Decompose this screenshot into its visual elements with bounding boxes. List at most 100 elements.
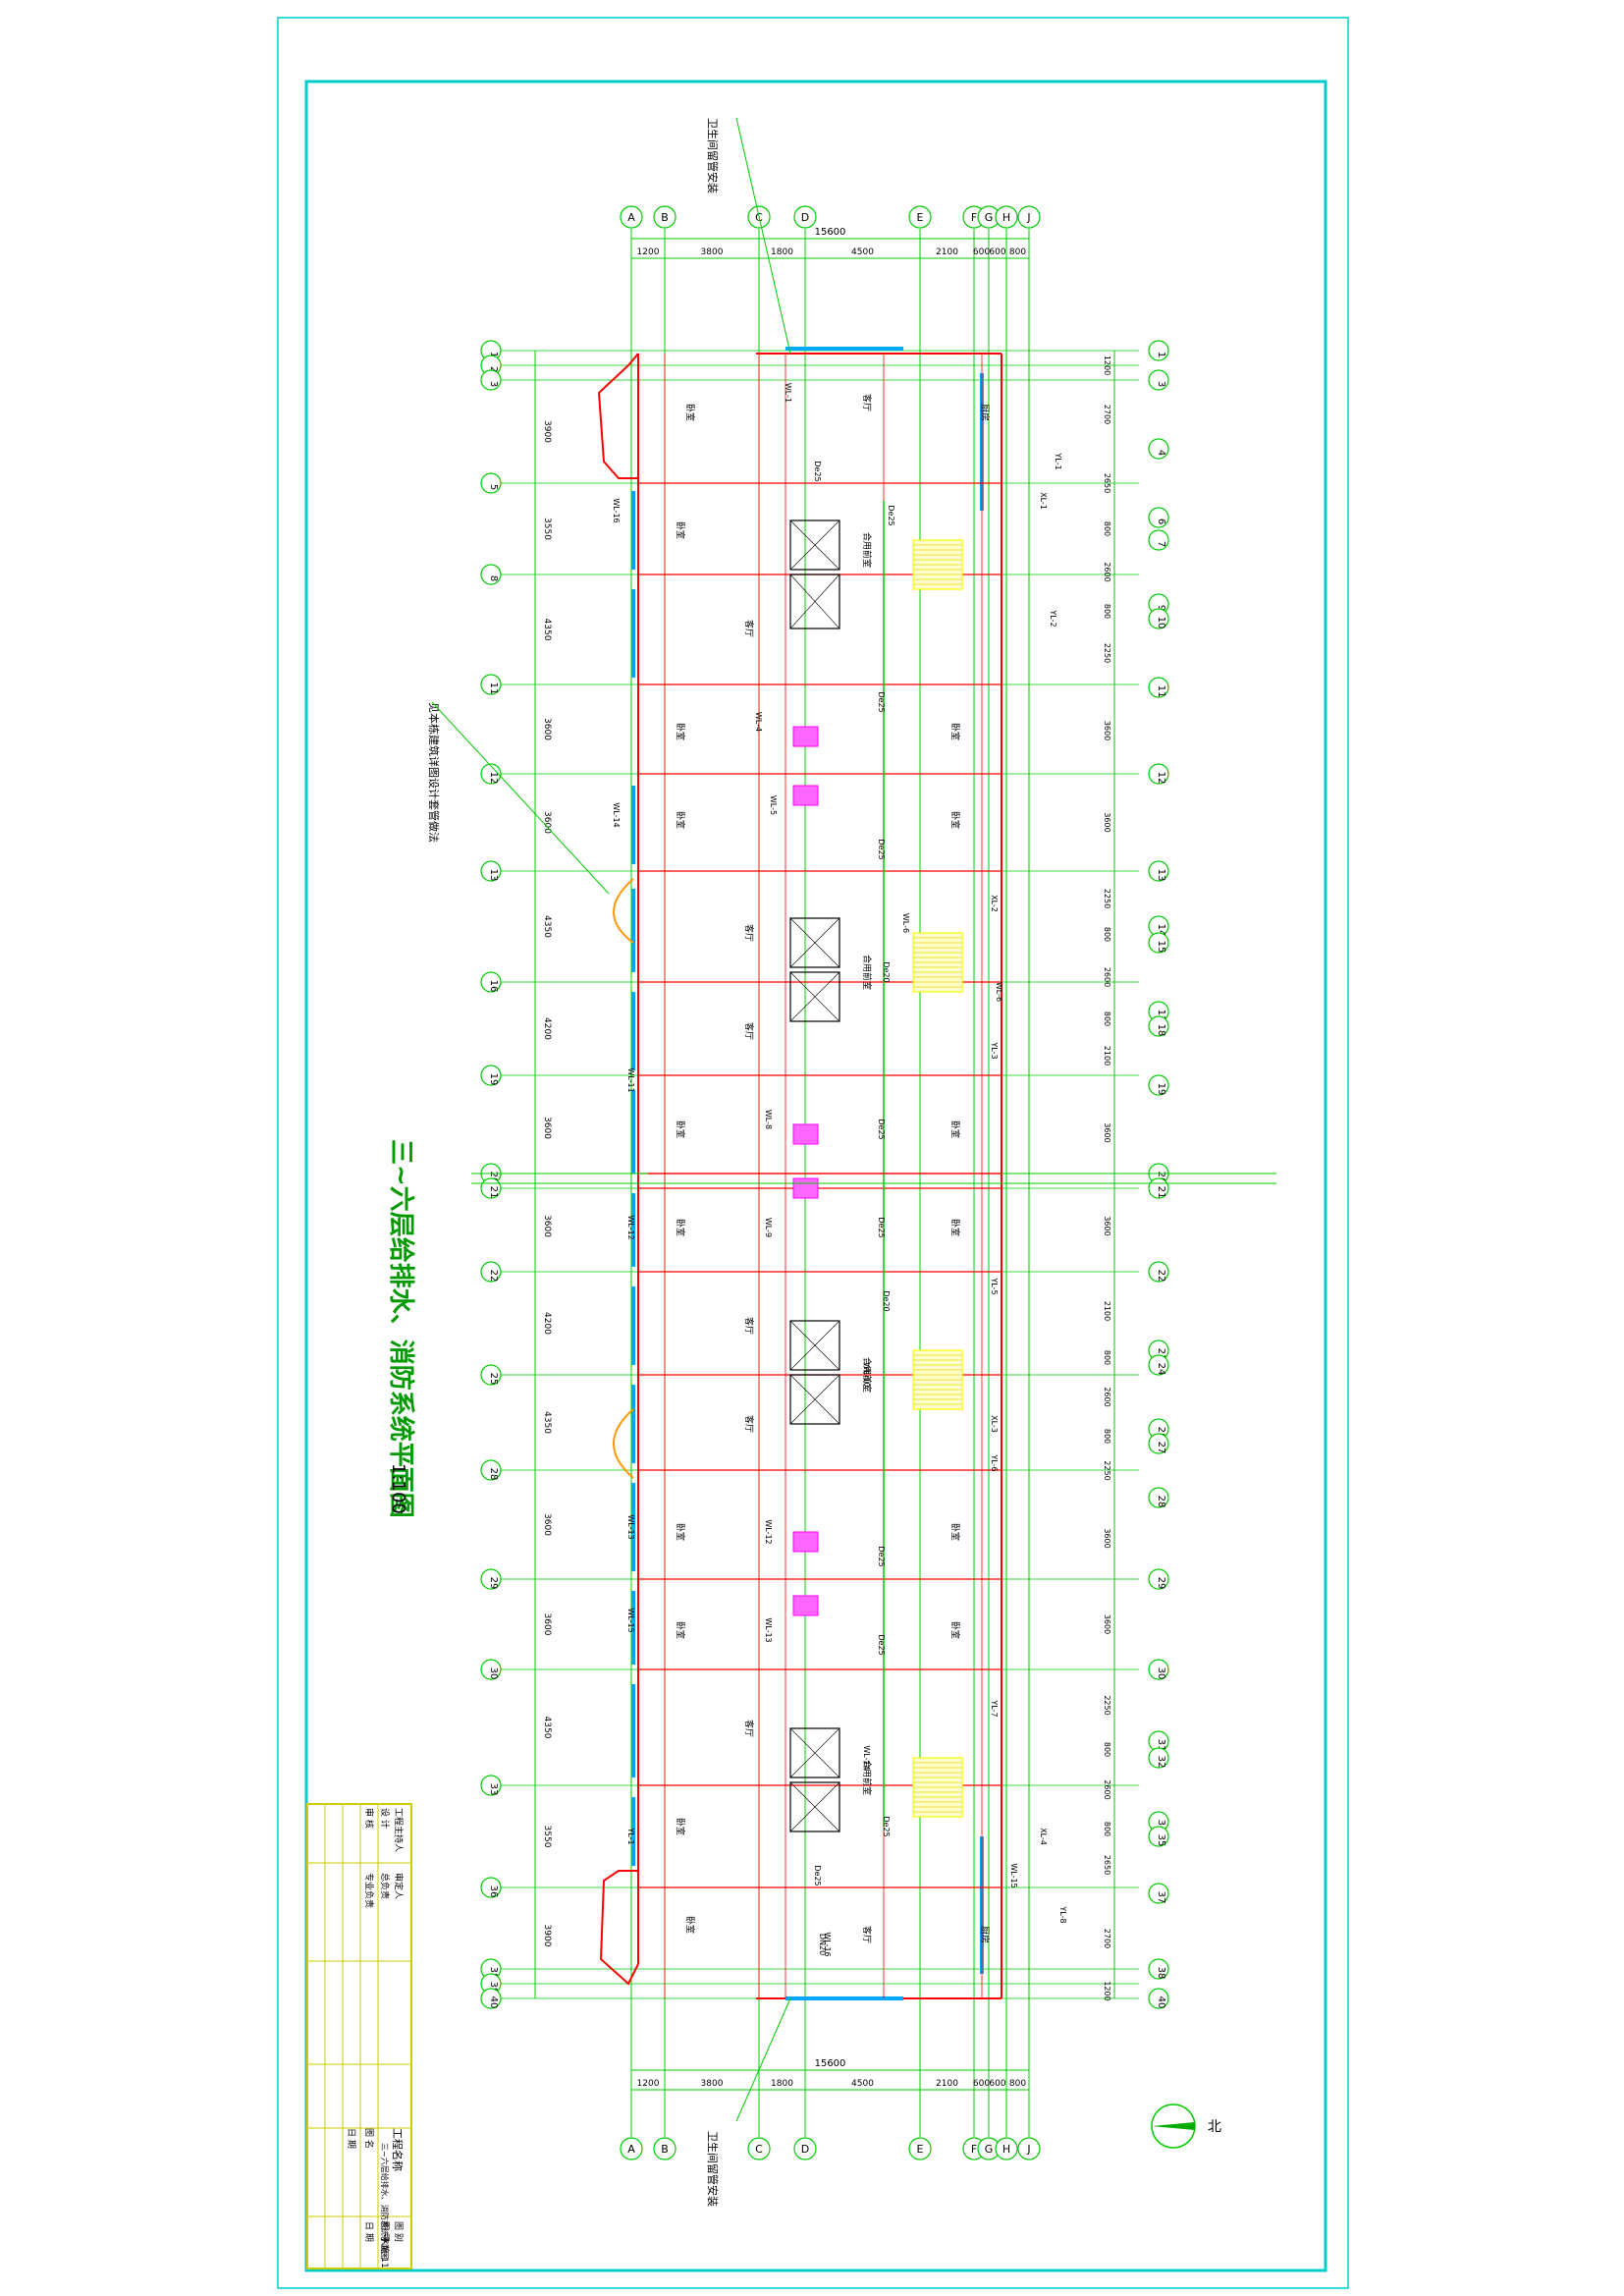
right-axis-label: 3 — [1156, 381, 1166, 387]
left-axis-label: 39 — [488, 1982, 499, 1995]
axis-bubble-icon — [793, 205, 817, 229]
top-annotation-text: 卫生间留管安装 — [706, 118, 720, 193]
axis-bubble-icon — [1148, 1659, 1169, 1680]
right-axis-label: 13 — [1156, 869, 1166, 882]
top-axis-label: E — [917, 211, 924, 224]
left-dimension: 4350 — [542, 619, 552, 641]
axis-bubble-icon — [793, 2137, 817, 2160]
right-axis-label: 31 — [1156, 1739, 1166, 1752]
inner-frame — [304, 80, 1327, 2272]
left-axis-label: 36 — [488, 1886, 499, 1898]
pipe-size-label: De25 — [877, 1634, 886, 1655]
elevator-shaft — [789, 1320, 840, 1371]
dimension-label: 1800 — [771, 2079, 793, 2089]
dimension-label: 3800 — [701, 2079, 724, 2089]
right-dimension: 2100 — [1103, 1301, 1111, 1321]
total-dimension: 15600 — [815, 227, 846, 238]
north-label: 北 — [1208, 2119, 1221, 2135]
left-axis-label: 21 — [488, 1186, 499, 1199]
dimension-label: 1800 — [771, 247, 793, 257]
room-label: 卧室 — [675, 1523, 686, 1541]
pipe-label: WL-15 — [626, 1608, 635, 1632]
left-dimension: 4200 — [542, 1312, 552, 1335]
room-label: 卧室 — [675, 521, 686, 539]
room-label: 卧室 — [949, 811, 961, 829]
right-dimension: 800 — [1103, 927, 1111, 942]
right-axis-label: 27 — [1156, 1442, 1166, 1454]
right-dimension: 800 — [1103, 521, 1111, 536]
elevator-shaft — [789, 1727, 840, 1778]
right-dimension: 2700 — [1103, 405, 1111, 424]
pipe-label: WL-12 — [764, 1519, 773, 1544]
left-dimension: 3600 — [542, 1613, 552, 1636]
left-axis-label: 1 — [488, 352, 499, 357]
bottom-axis-label: F — [971, 2143, 977, 2156]
right-dimension: 3600 — [1103, 1528, 1111, 1548]
right-axis-label: 20 — [1156, 1172, 1166, 1184]
right-dimension: 2700 — [1103, 1929, 1111, 1948]
elevator-cross — [789, 1374, 840, 1425]
tb-sheet-label-0: 图 别 — [393, 2221, 404, 2242]
right-axis-label: 18 — [1156, 1024, 1166, 1037]
elevator-cross — [789, 1781, 840, 1832]
axis-bubble-icon — [1148, 529, 1169, 551]
side-annotation-leader — [431, 701, 610, 895]
room-label: 客厅 — [743, 1022, 755, 1040]
right-axis-label: 34 — [1156, 1820, 1166, 1832]
pipe-label: WL-16 — [823, 1932, 832, 1956]
elevator-shaft — [789, 917, 840, 968]
dimension-label: 800 — [1009, 247, 1026, 257]
bathroom-fixture — [792, 1531, 819, 1553]
bathroom-fixture — [792, 1177, 819, 1199]
left-axis-label: 25 — [488, 1373, 499, 1386]
right-axis-label: 10 — [1156, 617, 1166, 629]
title-block: 工程主持人 设 计 审 核 审定人 总负责 专业负责 工程名称 图 名 日 期 … — [306, 1803, 412, 2269]
pipe-label: XL-1 — [1039, 492, 1048, 510]
right-axis-label: 24 — [1156, 1363, 1166, 1376]
dimension-label: 3800 — [701, 247, 724, 257]
room-label: 合用前室 — [861, 532, 873, 568]
axis-bubble-icon — [653, 2137, 677, 2160]
bottom-axis-label: H — [1002, 2143, 1010, 2156]
bathroom-fixture — [792, 1123, 819, 1145]
right-axis-label: 11 — [1156, 685, 1166, 698]
right-dimension: 3600 — [1103, 1216, 1111, 1235]
left-dimension: 3550 — [542, 1826, 552, 1848]
right-dimension: 2250 — [1103, 643, 1111, 663]
pipe-label: WL-13 — [764, 1617, 773, 1642]
axis-bubble-icon — [1148, 860, 1169, 882]
left-axis-label: 3 — [488, 381, 499, 387]
axis-bubble-icon — [1148, 677, 1169, 698]
pipe-label: XL-2 — [990, 895, 999, 912]
side-annotation-text: 见本栋建筑详图设计套管做法 — [427, 702, 441, 843]
axis-bubble-icon — [1148, 1883, 1169, 1904]
left-dimension: 3600 — [542, 1117, 552, 1139]
tb-left-col-2: 审 核 — [363, 1808, 375, 1829]
axis-bubble-icon — [1148, 1747, 1169, 1769]
total-dimension: 15600 — [815, 2058, 846, 2069]
bottom-annotation-text: 卫生间留管安装 — [706, 2131, 720, 2207]
north-arrow-pointer-icon — [1152, 2122, 1195, 2130]
left-dimension: 3900 — [542, 420, 552, 443]
pipe-label: WL-13 — [626, 1514, 635, 1539]
tb-left-val-1: 总负责 — [379, 1873, 391, 1899]
room-label: 客厅 — [743, 924, 755, 942]
pipe-label: WL-15 — [1009, 1863, 1018, 1887]
room-label: 卧室 — [949, 1121, 961, 1138]
elevator-shaft — [789, 574, 840, 629]
left-axis-label: 30 — [488, 1667, 499, 1680]
tb-drawing-number: 水施-11 — [379, 2236, 391, 2269]
bottom-annotation: 卫生间留管安装 — [706, 2131, 720, 2207]
pipe-label: WL-5 — [769, 795, 778, 815]
side-annotation: 见本栋建筑详图设计套管做法 — [427, 702, 441, 843]
axis-bubble-icon — [1148, 1261, 1169, 1283]
left-axis-label: 40 — [488, 1996, 499, 2009]
left-dimension: 3600 — [542, 1215, 552, 1237]
right-dimension: 800 — [1103, 1350, 1111, 1365]
right-axis-label: 19 — [1156, 1083, 1166, 1096]
right-dimension: 2650 — [1103, 1855, 1111, 1875]
dimension-label: 4500 — [851, 2079, 874, 2089]
bottom-axis-label: E — [917, 2143, 924, 2156]
dimension-label: 1200 — [637, 247, 660, 257]
pipe-label: YL-8 — [1058, 1905, 1067, 1923]
